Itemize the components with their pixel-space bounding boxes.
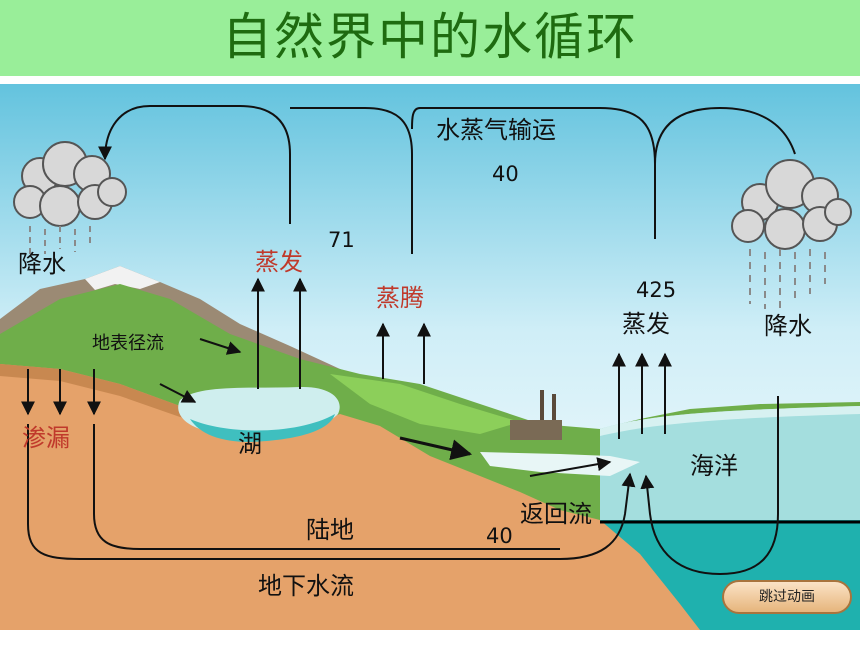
cloud-left [13, 141, 127, 227]
ocean-surface [600, 406, 860, 436]
label-evaporation-land: 蒸发 [255, 248, 303, 276]
vapor-transport-path-2 [290, 107, 413, 254]
skip-animation-button[interactable]: 跳过动画 [722, 580, 852, 614]
runoff-arrow [399, 436, 473, 461]
rain-left [29, 226, 91, 259]
soil [0, 364, 700, 630]
label-vapor-transport: 水蒸气输运 [436, 116, 556, 144]
value-ocean-evaporation: 425 [636, 278, 677, 302]
vapor-transport-path-4 [654, 106, 796, 165]
runoff-arrow [199, 338, 242, 355]
runoff-arrow [159, 383, 197, 403]
rain-right [749, 249, 826, 314]
groundwater-loop-outer [27, 424, 636, 560]
title-bar: 自然界中的水循环 [0, 0, 860, 76]
mountain-snow [85, 266, 160, 290]
label-precipitation-left: 降水 [18, 250, 66, 278]
label-return-flow: 返回流 [520, 500, 592, 528]
value-vapor-transport: 40 [492, 162, 519, 186]
vapor-transport-path [98, 105, 291, 224]
label-lake: 湖 [238, 430, 262, 458]
value-return-flow: 40 [486, 524, 513, 548]
label-infiltration: 渗漏 [22, 424, 70, 452]
lake-deep [190, 414, 335, 442]
label-surface-runoff: 地表径流 [92, 333, 164, 354]
water-cycle-diagram: 降水 降水 蒸发 蒸腾 蒸发 地表径流 渗漏 湖 海洋 陆地 返回流 地下水流 … [0, 84, 860, 630]
label-land: 陆地 [306, 516, 354, 544]
lake [178, 386, 340, 435]
return-flow-arrow [529, 457, 612, 477]
factory [510, 420, 562, 440]
groundwater-loop-inner [93, 424, 560, 550]
label-precipitation-right: 降水 [764, 312, 812, 340]
value-land-evaporation: 71 [328, 228, 355, 252]
title-divider [0, 76, 860, 78]
label-transpiration: 蒸腾 [376, 284, 424, 312]
green-highlight [330, 374, 520, 434]
ocean-loop [640, 444, 779, 576]
label-ocean: 海洋 [690, 452, 738, 480]
label-groundwater-flow: 地下水流 [258, 572, 354, 600]
page-title: 自然界中的水循环 [222, 8, 638, 66]
label-evaporation-ocean: 蒸发 [622, 310, 670, 338]
vapor-transport-path-3 [411, 107, 656, 239]
cloud-right [731, 159, 852, 250]
